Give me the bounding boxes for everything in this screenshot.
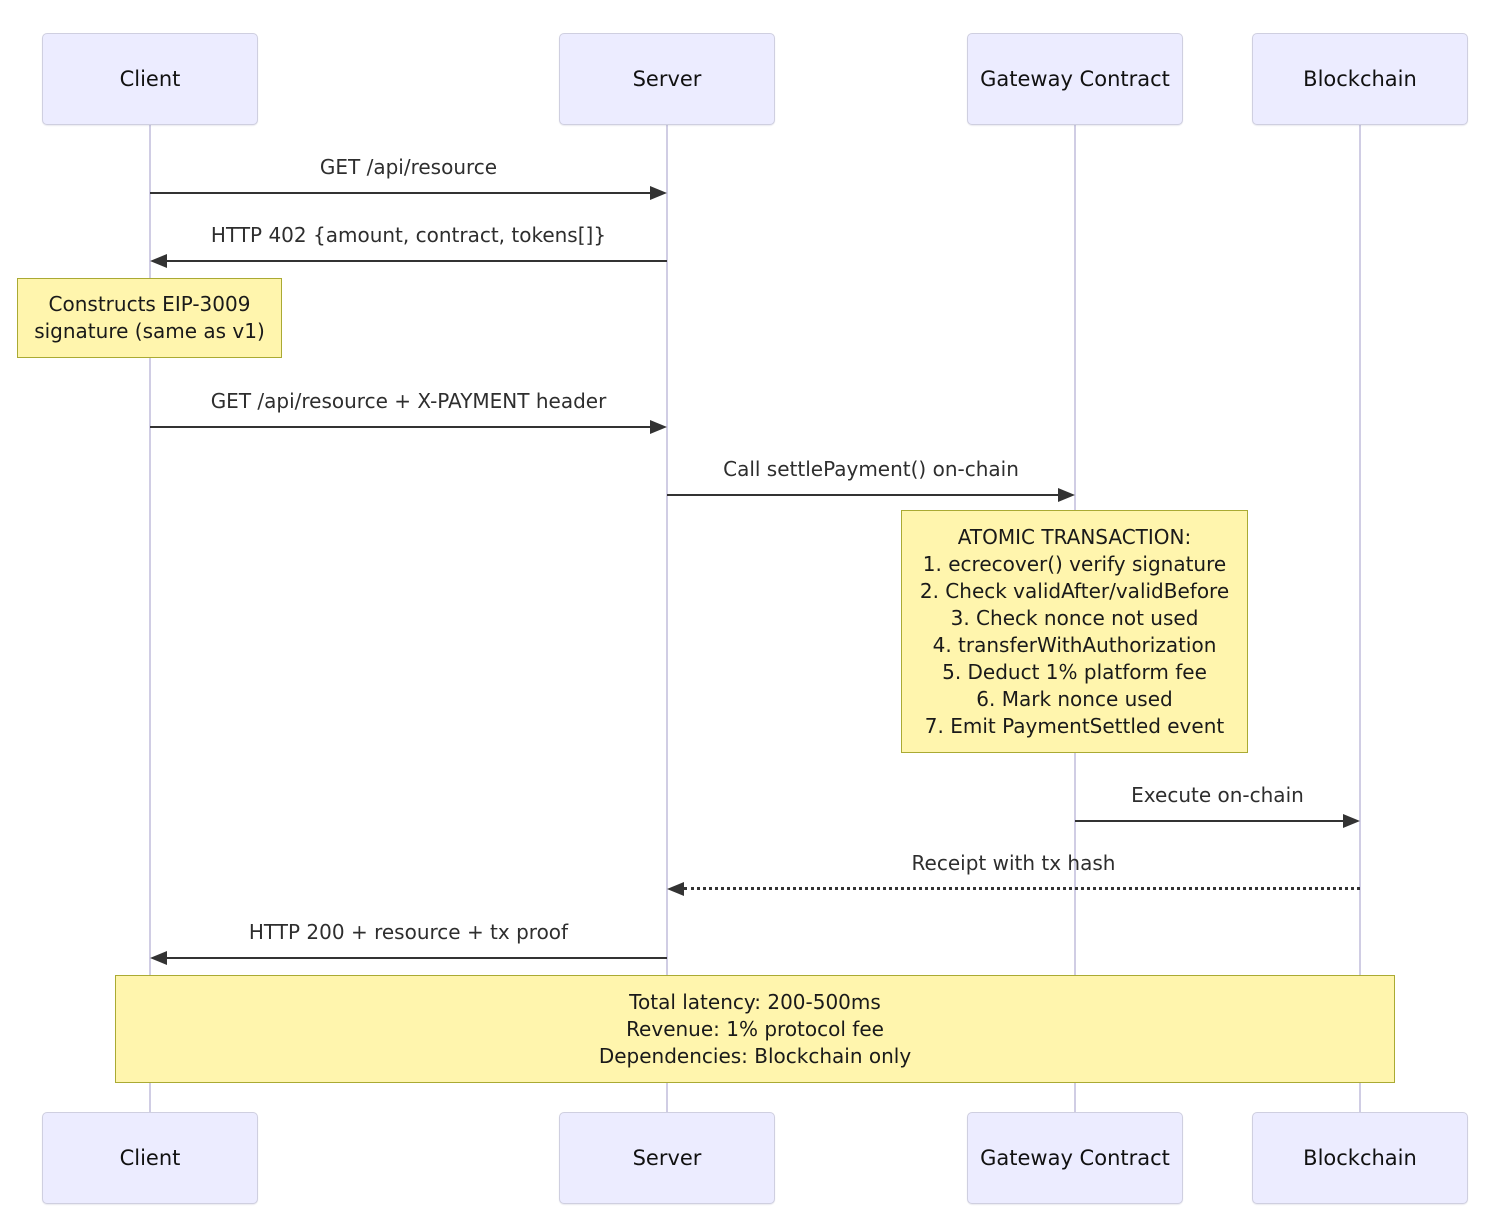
message-label: HTTP 200 + resource + tx proof	[248, 920, 569, 944]
participant-blockchain-top: Blockchain	[1252, 33, 1468, 125]
arrowhead-right-icon	[1058, 488, 1075, 502]
message-arrow	[1075, 820, 1343, 822]
message-label: GET /api/resource	[319, 155, 498, 179]
message-arrow	[150, 192, 650, 194]
participant-gateway-bottom: Gateway Contract	[967, 1112, 1183, 1204]
participant-client-bottom: Client	[42, 1112, 258, 1204]
arrowhead-left-icon	[667, 882, 684, 896]
participant-gateway-top: Gateway Contract	[967, 33, 1183, 125]
participant-server-top: Server	[559, 33, 775, 125]
participant-client-top: Client	[42, 33, 258, 125]
message-arrow	[167, 260, 667, 262]
participant-label: Server	[632, 67, 702, 91]
message-label: HTTP 402 {amount, contract, tokens[]}	[210, 223, 607, 247]
participant-label: Client	[119, 1146, 181, 1170]
participant-label: Gateway Contract	[980, 1146, 1170, 1170]
participant-label: Server	[632, 1146, 702, 1170]
participant-label: Gateway Contract	[980, 67, 1170, 91]
lifeline-client	[149, 125, 151, 1113]
lifeline-server	[666, 125, 668, 1113]
participant-label: Blockchain	[1303, 67, 1417, 91]
message-arrow	[167, 957, 667, 959]
participant-server-bottom: Server	[559, 1112, 775, 1204]
message-label: Execute on-chain	[1131, 783, 1304, 807]
message-label: Call settlePayment() on-chain	[723, 457, 1019, 481]
arrowhead-left-icon	[150, 951, 167, 965]
message-label: GET /api/resource + X-PAYMENT header	[210, 389, 607, 413]
participant-label: Client	[119, 67, 181, 91]
message-arrow	[667, 494, 1058, 496]
arrowhead-right-icon	[650, 420, 667, 434]
arrowhead-right-icon	[650, 186, 667, 200]
note-atomic-transaction: ATOMIC TRANSACTION: 1. ecrecover() verif…	[901, 510, 1248, 753]
note-constructs-signature: Constructs EIP-3009 signature (same as v…	[17, 278, 282, 358]
arrowhead-left-icon	[150, 254, 167, 268]
note-summary: Total latency: 200-500ms Revenue: 1% pro…	[115, 975, 1395, 1083]
message-arrow	[150, 426, 650, 428]
arrowhead-right-icon	[1343, 814, 1360, 828]
message-arrow-dotted	[684, 887, 1360, 890]
lifeline-blockchain	[1359, 125, 1361, 1113]
participant-blockchain-bottom: Blockchain	[1252, 1112, 1468, 1204]
participant-label: Blockchain	[1303, 1146, 1417, 1170]
message-label: Receipt with tx hash	[911, 851, 1116, 875]
